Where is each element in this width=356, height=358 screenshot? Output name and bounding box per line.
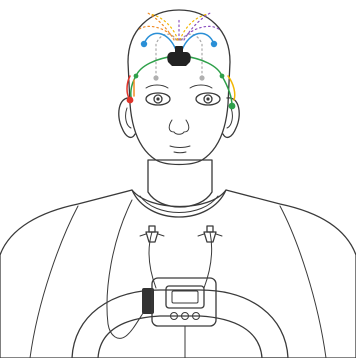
right-sleeve-seam	[280, 206, 326, 358]
right-eyebrow	[190, 85, 212, 88]
electrode-blue-right	[211, 41, 217, 47]
left-ear	[119, 98, 135, 138]
left-eyebrow	[146, 85, 168, 88]
eeg-electrode-hub-icon	[167, 46, 191, 66]
electrode-green-left	[134, 74, 139, 79]
left-eye	[146, 93, 170, 105]
right-eye	[196, 93, 220, 105]
left-sleeve-seam	[30, 206, 78, 358]
shirt	[0, 190, 356, 358]
mouth	[170, 146, 190, 148]
electrode-blue-left	[141, 41, 147, 47]
electrode-grey-right	[199, 75, 204, 80]
neck	[148, 160, 212, 207]
electrode-grey-left	[153, 75, 158, 80]
lead-clip-left	[140, 226, 164, 242]
chest-leads	[107, 200, 212, 338]
nose	[169, 120, 189, 134]
head-outline	[128, 10, 230, 165]
electrode-green-right	[220, 74, 225, 79]
electrode-red	[127, 97, 134, 104]
chest-strap	[72, 290, 288, 358]
electrode-green	[229, 103, 236, 110]
lower-lip	[174, 152, 186, 153]
